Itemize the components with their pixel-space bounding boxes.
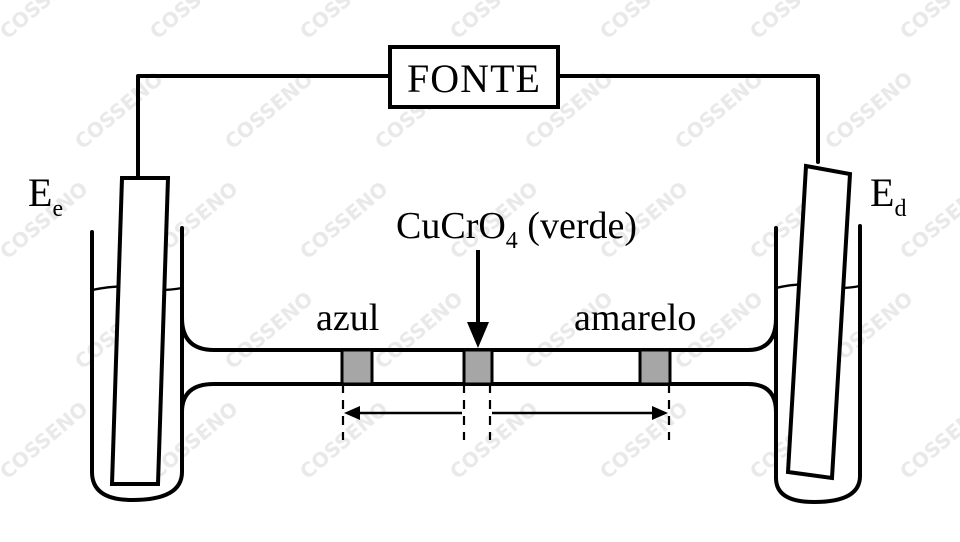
watermark-text: COSSENO bbox=[0, 0, 92, 44]
band-left bbox=[340, 348, 374, 386]
watermark-text: COSSENO bbox=[145, 0, 242, 44]
watermark-text: COSSENO bbox=[70, 67, 167, 154]
power-source: FONTE bbox=[388, 45, 560, 109]
watermark-text: COSSENO bbox=[445, 0, 542, 44]
down-arrow-icon bbox=[467, 322, 489, 348]
band-center bbox=[462, 348, 494, 386]
watermark-text: COSSENO bbox=[820, 67, 917, 154]
watermark-text: COSSENO bbox=[670, 67, 767, 154]
electrode-left-label: Ee bbox=[28, 170, 63, 222]
watermark-text: COSSENO bbox=[370, 287, 467, 374]
band-right-label: amarelo bbox=[574, 297, 696, 339]
migration-arrows bbox=[344, 406, 668, 420]
watermark-text: COSSENO bbox=[220, 287, 317, 374]
band-right bbox=[638, 348, 672, 386]
power-source-label: FONTE bbox=[407, 56, 541, 101]
circuit-wires bbox=[136, 74, 820, 180]
left-electrode bbox=[109, 176, 171, 486]
watermark-text: COSSENO bbox=[445, 397, 542, 484]
right-electrode bbox=[785, 163, 853, 481]
compound-arrow bbox=[467, 250, 489, 348]
watermark-text: COSSENO bbox=[895, 0, 960, 44]
watermark-text: COSSENO bbox=[295, 177, 392, 264]
watermark-text: COSSENO bbox=[595, 397, 692, 484]
electrode-right-label: Ed bbox=[870, 170, 906, 222]
watermark-text: COSSENO bbox=[295, 397, 392, 484]
watermark-text: COSSENO bbox=[220, 67, 317, 154]
bands bbox=[340, 348, 672, 386]
right-arrowhead-icon bbox=[652, 406, 668, 420]
left-arrowhead-icon bbox=[344, 406, 360, 420]
watermark-text: COSSENO bbox=[595, 0, 692, 44]
compound-label: CuCrO4 (verde) bbox=[396, 205, 637, 254]
band-left-label: azul bbox=[316, 297, 379, 339]
watermark-text: COSSENO bbox=[0, 397, 92, 484]
watermark-text: COSSENO bbox=[895, 397, 960, 484]
watermark-text: COSSENO bbox=[745, 0, 842, 44]
watermark-text: COSSENO bbox=[295, 0, 392, 44]
